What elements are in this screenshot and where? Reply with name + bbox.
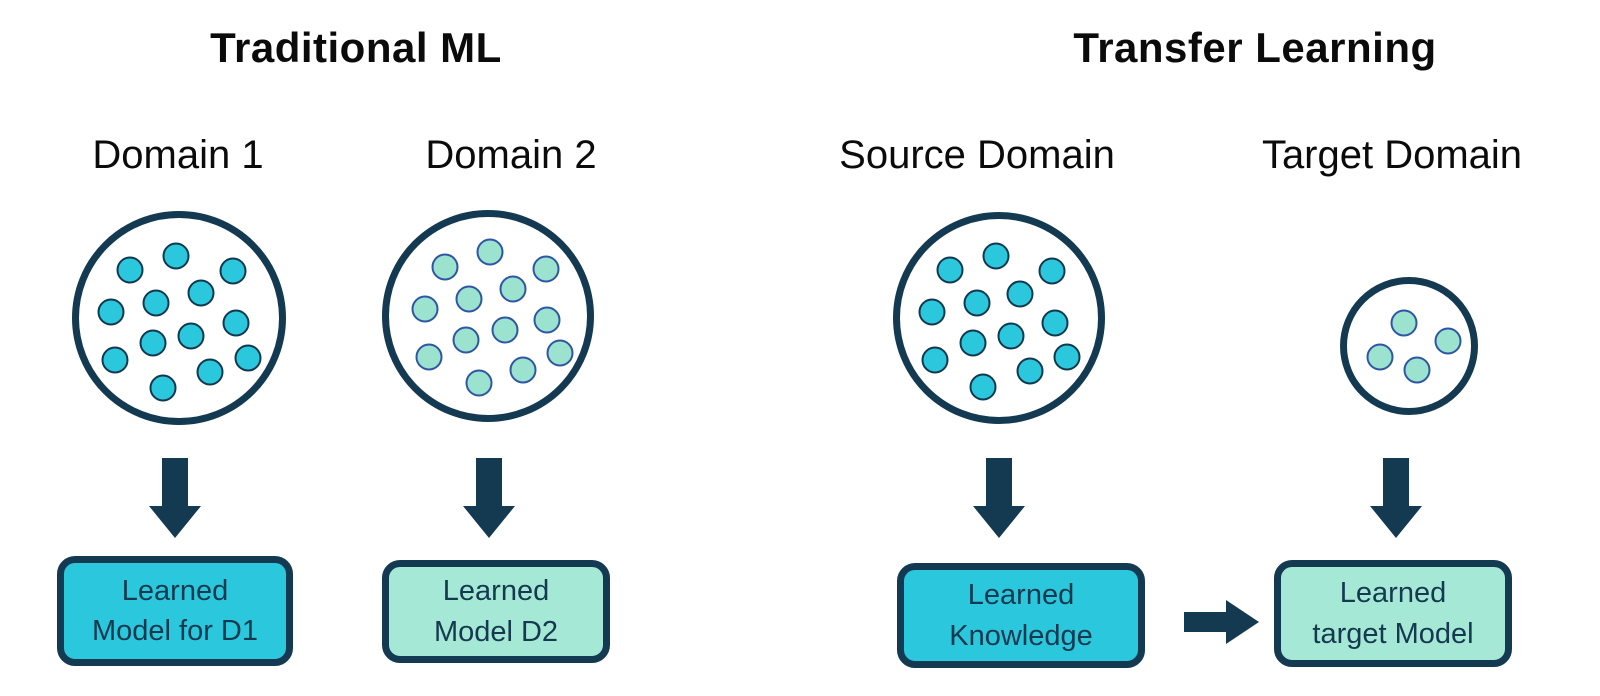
box-text-line: Model for D1	[91, 615, 258, 647]
data-point-dot	[546, 339, 574, 367]
data-point-dot	[101, 346, 129, 374]
data-point-dot	[1016, 357, 1044, 385]
data-point-dot	[1434, 327, 1462, 355]
data-point-dot	[499, 275, 527, 303]
domain-1-circle	[72, 211, 286, 425]
data-point-dot	[177, 322, 205, 350]
data-point-dot	[997, 322, 1025, 350]
data-point-dot	[415, 343, 443, 371]
domain-2-circle	[382, 210, 594, 422]
section-title-transfer-learning: Transfer Learning	[1073, 24, 1437, 71]
data-point-dot	[455, 285, 483, 313]
box-text-line: Knowledge	[949, 619, 1093, 652]
data-point-dot	[411, 295, 439, 323]
data-point-dot	[149, 374, 177, 402]
section-title-traditional-ml: Traditional ML	[210, 24, 502, 71]
learned-target-model-box: Learned target Model	[1274, 560, 1512, 667]
data-point-dot	[491, 316, 519, 344]
data-point-dot	[982, 242, 1010, 270]
data-point-dot	[234, 344, 262, 372]
box-text-line: Model D2	[433, 615, 559, 648]
data-point-dot	[196, 358, 224, 386]
domain-1-label: Domain 1	[92, 133, 264, 177]
data-point-dot	[963, 289, 991, 317]
data-point-dot	[219, 257, 247, 285]
data-point-dot	[222, 309, 250, 337]
down-arrow-icon	[1370, 458, 1422, 538]
box-text-line: Learned	[967, 579, 1075, 612]
data-point-dot	[139, 329, 167, 357]
data-point-dot	[509, 356, 537, 384]
data-point-dot	[476, 238, 504, 266]
target-domain-circle	[1340, 277, 1478, 415]
learned-model-d2-box: Learned Model D2	[382, 560, 610, 663]
box-text-line: target Model	[1312, 617, 1474, 650]
data-point-dot	[533, 306, 561, 334]
domain-2-label: Domain 2	[425, 133, 597, 177]
data-point-dot	[1366, 343, 1394, 371]
data-point-dot	[532, 255, 560, 283]
source-domain-circle	[893, 212, 1105, 424]
data-point-dot	[1390, 309, 1418, 337]
data-point-dot	[142, 289, 170, 317]
data-point-dot	[1006, 280, 1034, 308]
learned-model-d1-box: Learned Model for D1	[57, 556, 293, 666]
data-point-dot	[465, 369, 493, 397]
data-point-dot	[1053, 343, 1081, 371]
down-arrow-icon	[973, 458, 1025, 538]
data-point-dot	[97, 298, 125, 326]
data-point-dot	[162, 242, 190, 270]
box-text-line: Learned	[442, 575, 550, 608]
learned-knowledge-box: Learned Knowledge	[897, 563, 1145, 668]
data-point-dot	[936, 256, 964, 284]
data-point-dot	[431, 253, 459, 281]
box-text-line: Learned	[121, 574, 229, 607]
data-point-dot	[452, 326, 480, 354]
down-arrow-icon	[149, 458, 201, 538]
down-arrow-icon	[463, 458, 515, 538]
box-text-line: Learned	[1339, 577, 1447, 610]
data-point-dot	[921, 346, 949, 374]
data-point-dot	[116, 256, 144, 284]
data-point-dot	[918, 298, 946, 326]
source-domain-label: Source Domain	[839, 133, 1115, 177]
data-point-dot	[1041, 309, 1069, 337]
data-point-dot	[187, 279, 215, 307]
data-point-dot	[959, 329, 987, 357]
target-domain-label: Target Domain	[1261, 133, 1523, 177]
right-arrow-icon	[1184, 600, 1259, 644]
data-point-dot	[1403, 356, 1431, 384]
data-point-dot	[969, 373, 997, 401]
data-point-dot	[1038, 257, 1066, 285]
